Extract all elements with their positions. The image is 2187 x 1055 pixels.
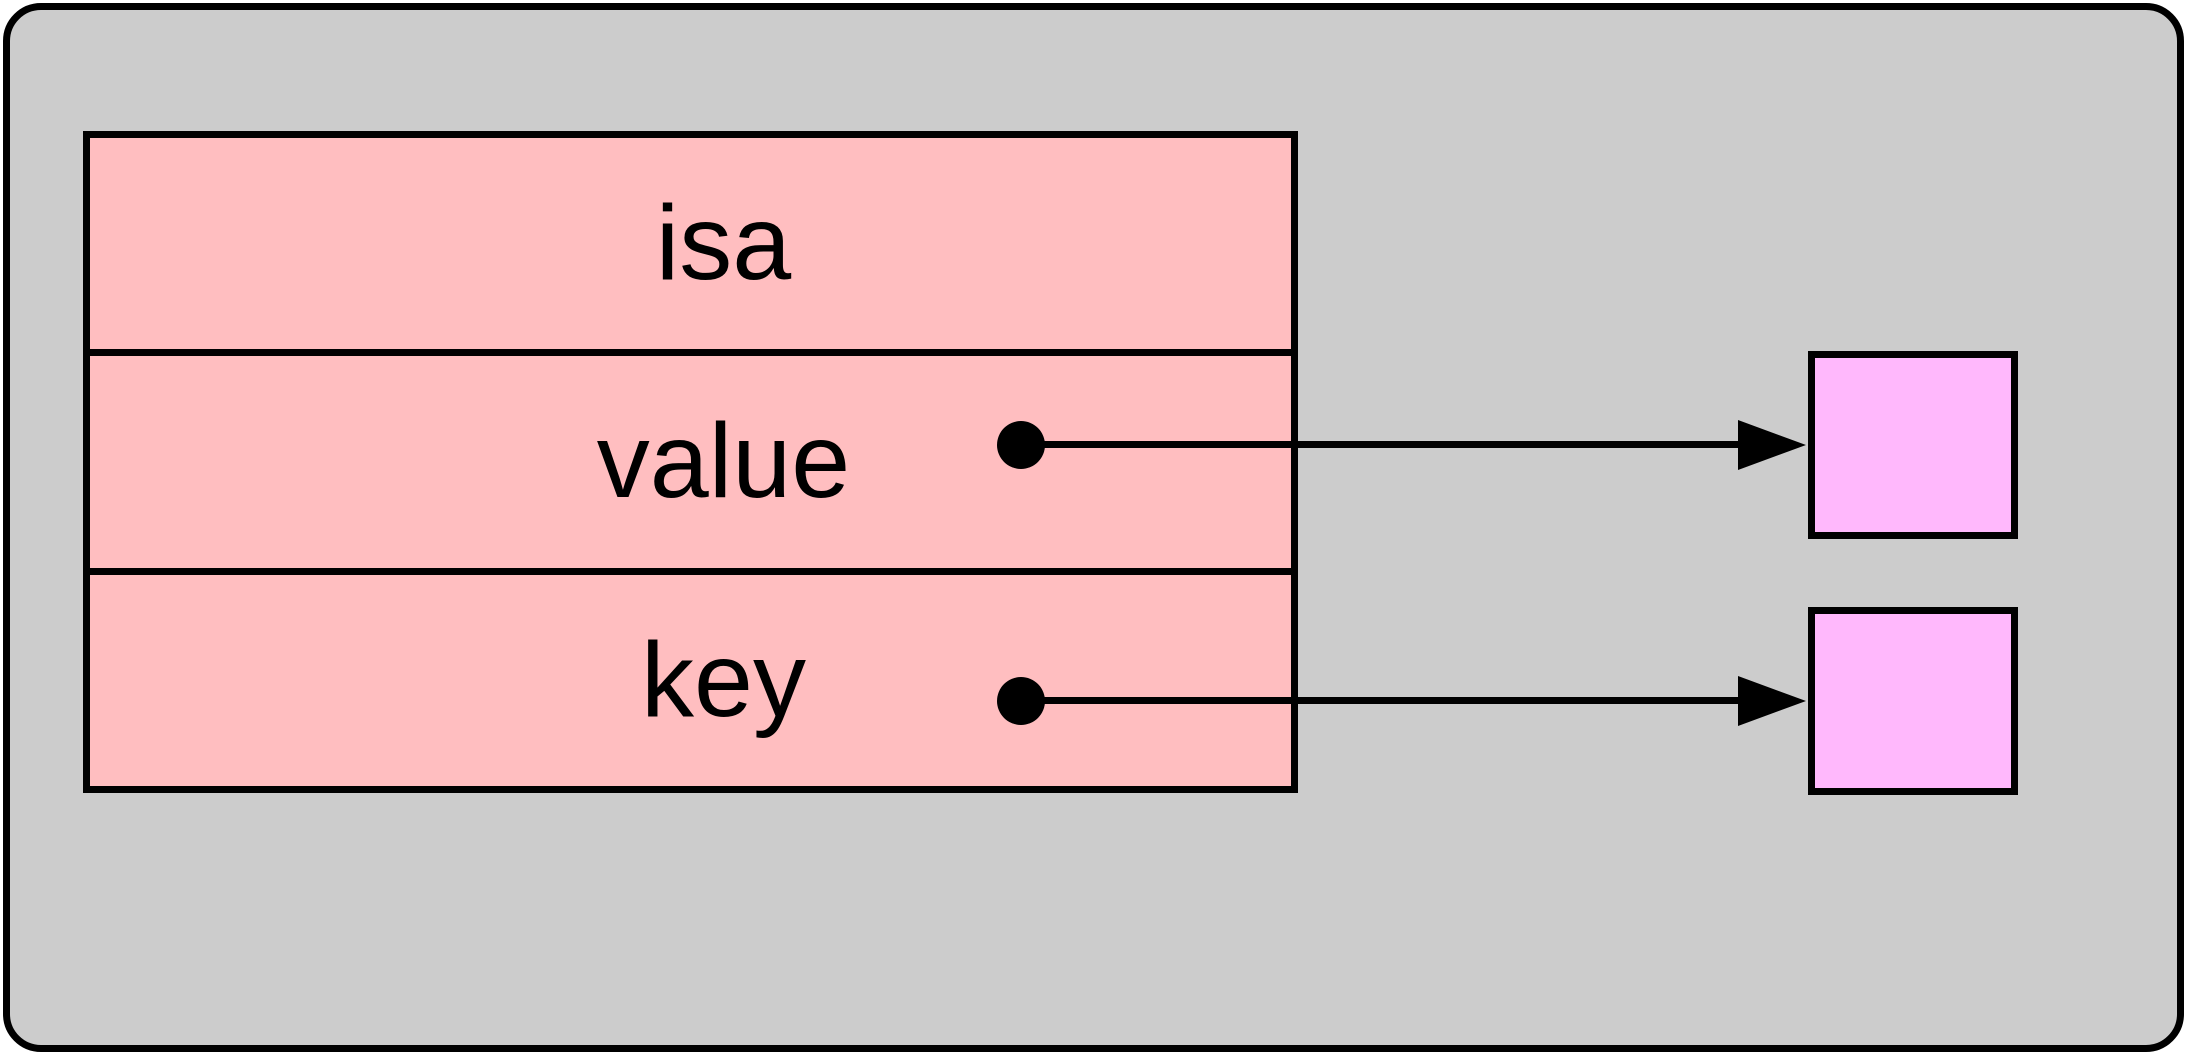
field-row-value: value	[90, 349, 1291, 567]
key-target-object-box	[1808, 607, 2018, 795]
object-record-box: isa value key	[83, 131, 1298, 793]
value-target-object-box	[1808, 351, 2018, 539]
field-label-value: value	[596, 402, 851, 521]
key-arrow-shaft	[1021, 697, 1738, 704]
key-arrowhead-icon	[1738, 676, 1806, 726]
value-arrowhead-icon	[1738, 420, 1806, 470]
field-label-key: key	[641, 620, 806, 739]
field-row-isa: isa	[90, 138, 1291, 349]
field-row-key: key	[90, 567, 1291, 786]
field-label-isa: isa	[655, 184, 792, 303]
value-arrow-shaft	[1021, 441, 1738, 448]
